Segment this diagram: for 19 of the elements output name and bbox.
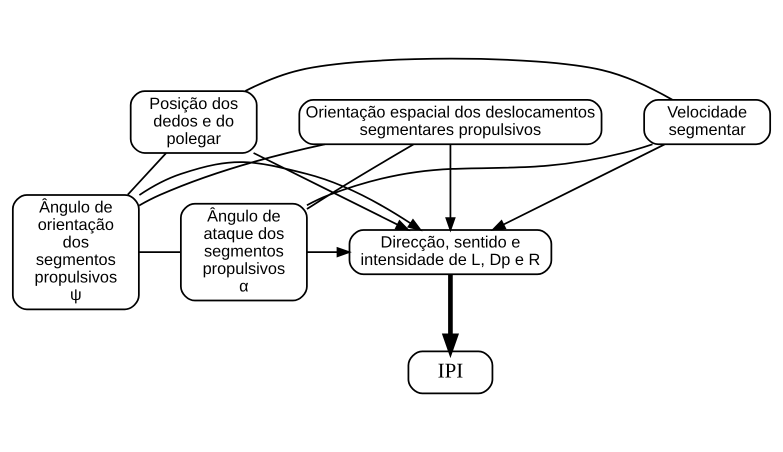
arrow <box>307 246 352 258</box>
arrow <box>138 161 423 232</box>
node-box: Ângulo de ataque dos segmentos propulsivos α <box>180 202 308 302</box>
node-box: Orientação espacial dos deslocamentos segmentares propulsivos <box>298 98 602 146</box>
arrow <box>445 144 456 232</box>
node-box: Velocidade segmentar <box>643 98 772 146</box>
connector <box>139 251 180 253</box>
node-box: Ângulo de orientação dos segmentos propulsivos ψ <box>12 194 140 310</box>
node-box: Posição dos dedos e do polegar <box>130 90 258 154</box>
connector <box>245 58 673 100</box>
arrow <box>253 152 411 232</box>
node-box: Direcção, sentido e intensidade de L, Dp e R <box>348 229 552 276</box>
connector <box>127 152 167 196</box>
arrow <box>442 274 460 358</box>
connector <box>306 144 414 210</box>
arrow <box>490 144 666 232</box>
connector <box>138 143 326 206</box>
connector <box>306 143 653 206</box>
node-box: IPI <box>408 350 494 394</box>
